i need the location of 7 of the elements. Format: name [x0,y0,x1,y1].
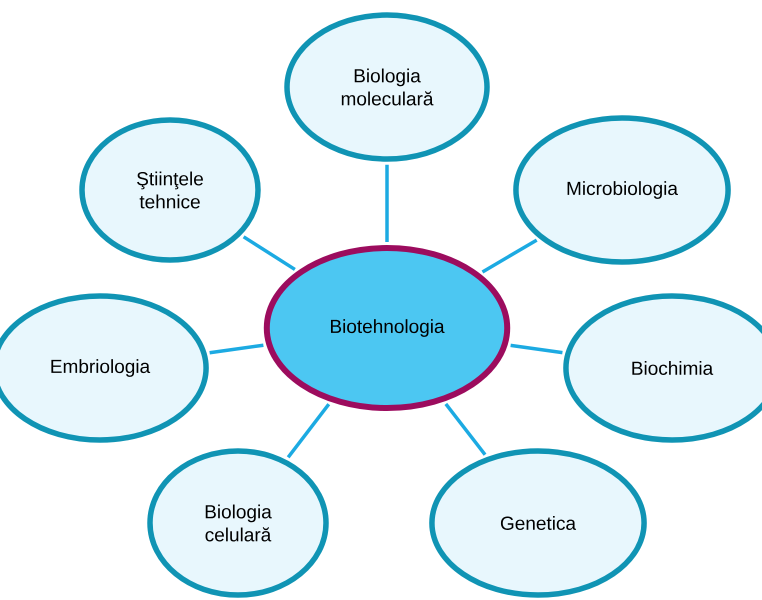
connector-line [286,403,330,458]
connector-line [209,344,264,354]
connector-line [482,238,538,274]
connector-line [510,344,563,354]
connector-line [242,235,296,271]
connector-line [385,164,389,242]
connector-line [444,402,486,456]
